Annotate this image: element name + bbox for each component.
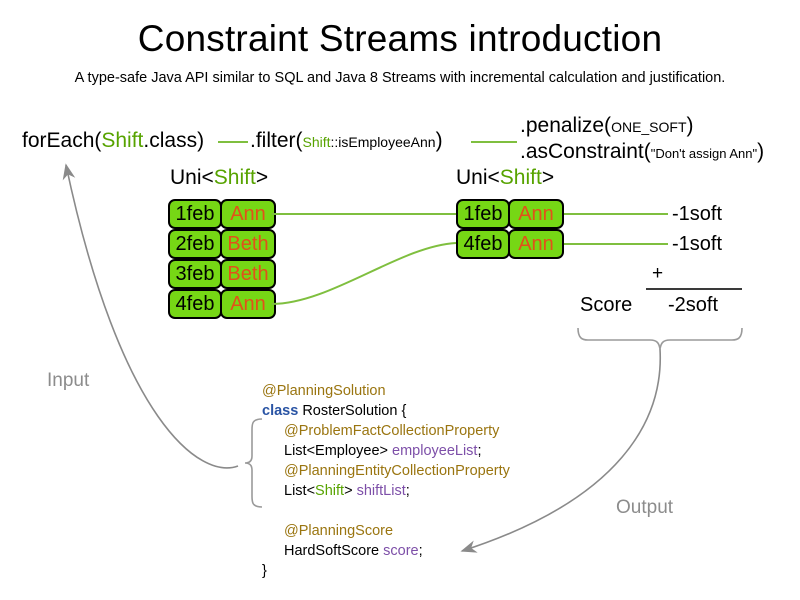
uni-left-suffix: > xyxy=(255,166,269,189)
uni-label-left: Uni<Shift> xyxy=(170,166,268,190)
code-line-7: @PlanningScore xyxy=(262,521,510,541)
pipeline-filter: .filter(Shift::isEmployeeAnn) xyxy=(250,129,443,153)
penalize-suffix: ) xyxy=(686,114,694,137)
field-type-employee-list: List<Employee> xyxy=(284,443,393,459)
uni-right-prefix: Uni< xyxy=(456,166,500,189)
as-constraint-prefix: .asConstraint( xyxy=(520,140,651,163)
score-line-1: -1soft xyxy=(672,203,723,225)
penalize-prefix: .penalize( xyxy=(520,114,612,137)
cell-employee: Beth xyxy=(220,259,276,289)
cell-date: 4feb xyxy=(456,229,510,259)
uni-right-type: Shift xyxy=(499,166,542,189)
code-line-2: class RosterSolution { xyxy=(262,401,510,421)
code-brace-fields xyxy=(244,418,263,508)
foreach-type: Shift xyxy=(101,129,144,152)
field-name-score: score xyxy=(383,543,419,559)
input-label: Input xyxy=(47,370,90,391)
cell-employee: Ann xyxy=(220,199,276,229)
semicolon: ; xyxy=(477,443,482,459)
code-line-5: @PlanningEntityCollectionProperty xyxy=(262,461,510,481)
annotation-problem-fact-collection: @ProblemFactCollectionProperty xyxy=(284,423,500,439)
page-title: Constraint Streams introduction xyxy=(137,18,663,59)
code-line-9: } xyxy=(262,561,510,581)
score-sum-bar xyxy=(646,288,742,290)
cell-date: 3feb xyxy=(168,259,222,289)
code-line-1: @PlanningSolution xyxy=(262,381,510,401)
score-line-2: -1soft xyxy=(672,233,723,255)
uni-label-right: Uni<Shift> xyxy=(456,166,554,190)
cell-employee: Ann xyxy=(508,229,564,259)
code-block: @PlanningSolution class RosterSolution {… xyxy=(262,381,510,581)
pipeline-as-constraint: .asConstraint("Don't assign Ann") xyxy=(520,140,764,164)
annotation-planning-score: @PlanningScore xyxy=(284,523,394,539)
foreach-prefix: forEach( xyxy=(22,129,102,152)
uni-left-prefix: Uni< xyxy=(170,166,214,189)
cell-date: 2feb xyxy=(168,229,222,259)
code-line-4: List<Employee> employeeList; xyxy=(262,441,510,461)
pipeline-penalize: .penalize(ONE_SOFT) xyxy=(520,114,694,138)
output-label: Output xyxy=(616,497,674,518)
score-brace xyxy=(577,327,743,350)
filter-suffix: ) xyxy=(435,129,443,152)
annotation-planning-solution: @PlanningSolution xyxy=(262,383,386,399)
filter-method: ::isEmployeeAnn xyxy=(330,134,436,150)
uni-left-type: Shift xyxy=(213,166,256,189)
score-operator: + xyxy=(652,263,664,284)
filter-prefix: .filter( xyxy=(250,129,303,152)
code-line-blank xyxy=(262,501,510,521)
pipeline-foreach: forEach(Shift.class) xyxy=(22,129,204,153)
semicolon: ; xyxy=(418,543,423,559)
cell-date: 4feb xyxy=(168,289,222,319)
cell-employee: Beth xyxy=(220,229,276,259)
class-closing-brace: } xyxy=(262,563,267,579)
pipeline-connector-2 xyxy=(471,141,517,143)
field-type-shift-list-open: List< xyxy=(284,483,316,499)
uni-right-suffix: > xyxy=(541,166,555,189)
cell-date: 1feb xyxy=(456,199,510,229)
annotation-planning-entity-collection: @PlanningEntityCollectionProperty xyxy=(284,463,510,479)
cell-employee: Ann xyxy=(508,199,564,229)
cell-employee: Ann xyxy=(220,289,276,319)
field-type-shift-list-close: > xyxy=(344,483,357,499)
pipeline-connector-1 xyxy=(218,141,248,143)
keyword-class: class xyxy=(262,403,299,419)
score-label: Score xyxy=(580,294,633,316)
class-name: RosterSolution { xyxy=(298,403,407,419)
filter-type: Shift xyxy=(302,134,331,150)
code-line-6: List<Shift> shiftList; xyxy=(262,481,510,501)
field-type-score: HardSoftScore xyxy=(284,543,384,559)
flow-line-score-1 xyxy=(564,213,668,215)
field-name-shift-list: shiftList xyxy=(356,483,406,499)
code-line-3: @ProblemFactCollectionProperty xyxy=(262,421,510,441)
flow-line-1feb xyxy=(272,213,456,215)
field-name-employee-list: employeeList xyxy=(392,443,478,459)
flow-curve-4feb xyxy=(271,242,457,305)
code-line-8: HardSoftScore score; xyxy=(262,541,510,561)
cell-date: 1feb xyxy=(168,199,222,229)
semicolon: ; xyxy=(405,483,410,499)
flow-line-score-2 xyxy=(564,243,668,245)
field-type-shift: Shift xyxy=(315,483,345,499)
as-constraint-suffix: ) xyxy=(757,140,765,163)
penalize-arg: ONE_SOFT xyxy=(611,119,687,135)
score-total: -2soft xyxy=(668,294,719,316)
page-subtitle: A type-safe Java API similar to SQL and … xyxy=(74,70,726,86)
as-constraint-arg: "Don't assign Ann" xyxy=(650,146,758,161)
foreach-suffix: .class) xyxy=(143,129,205,152)
